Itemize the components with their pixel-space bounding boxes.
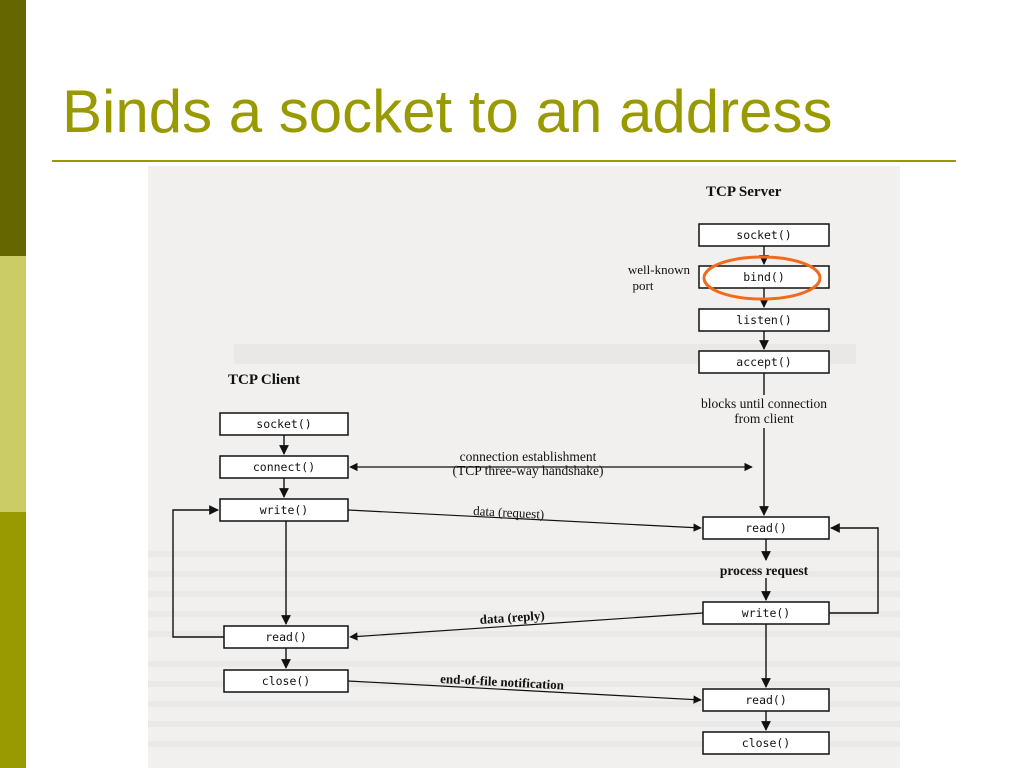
blocks-label-line2: from client (734, 411, 794, 426)
svg-text:listen(): listen() (736, 313, 791, 327)
client-socket-box: socket() (219, 412, 349, 436)
server-write-box: write() (702, 601, 830, 625)
svg-text:close(): close() (262, 674, 310, 688)
bind-highlight-ellipse (702, 255, 822, 301)
well-known-label-line1: well-known (628, 262, 691, 277)
network-arrows (347, 462, 753, 704)
svg-text:close(): close() (742, 736, 790, 750)
process-request-label: process request (720, 563, 809, 578)
svg-text:connect(): connect() (253, 460, 315, 474)
data-reply-label: data (reply) (479, 607, 545, 627)
client-flow-arrows (172, 435, 291, 669)
server-read-box: read() (702, 516, 830, 540)
bleed-through-texture (148, 344, 900, 747)
server-read-eof-box: read() (702, 688, 830, 712)
svg-text:accept(): accept() (736, 355, 791, 369)
well-known-label-line2: port (633, 278, 654, 293)
connection-label-line1: connection establishment (460, 449, 597, 464)
slide-title: Binds a socket to an address (62, 78, 833, 145)
sidebar-stripe-middle (0, 256, 26, 512)
client-write-box: write() (219, 498, 349, 522)
title-underline (52, 160, 956, 162)
server-listen-box: listen() (698, 308, 830, 332)
server-flow-arrows (759, 246, 879, 731)
server-heading: TCP Server (706, 184, 782, 200)
svg-text:write(): write() (742, 606, 790, 620)
blocks-label-line1: blocks until connection (701, 396, 827, 411)
client-heading: TCP Client (228, 372, 300, 388)
svg-text:read(): read() (265, 630, 307, 644)
sidebar-stripe-top (0, 0, 26, 256)
server-accept-box: accept() (698, 350, 830, 374)
client-close-box: close() (223, 669, 349, 693)
svg-text:write(): write() (260, 503, 308, 517)
server-bind-box: bind() (698, 265, 830, 289)
client-connect-box: connect() (219, 455, 349, 479)
server-close-box: close() (702, 731, 830, 755)
socket-diagram-scan: TCP Server TCP Client socket() bind() li… (148, 166, 900, 768)
client-read-box: read() (223, 625, 349, 649)
data-request-label: data (request) (473, 503, 545, 522)
eof-notification-label: end-of-file notification (440, 671, 565, 693)
connection-label-line2: (TCP three-way handshake) (453, 463, 604, 478)
socket-diagram: TCP Server TCP Client socket() bind() li… (148, 184, 900, 755)
sidebar-stripe-bottom (0, 512, 26, 768)
svg-text:read(): read() (745, 521, 787, 535)
svg-text:socket(): socket() (256, 417, 311, 431)
svg-text:socket(): socket() (736, 228, 791, 242)
svg-text:bind(): bind() (743, 270, 785, 284)
server-socket-box: socket() (698, 223, 830, 247)
svg-text:read(): read() (745, 693, 787, 707)
